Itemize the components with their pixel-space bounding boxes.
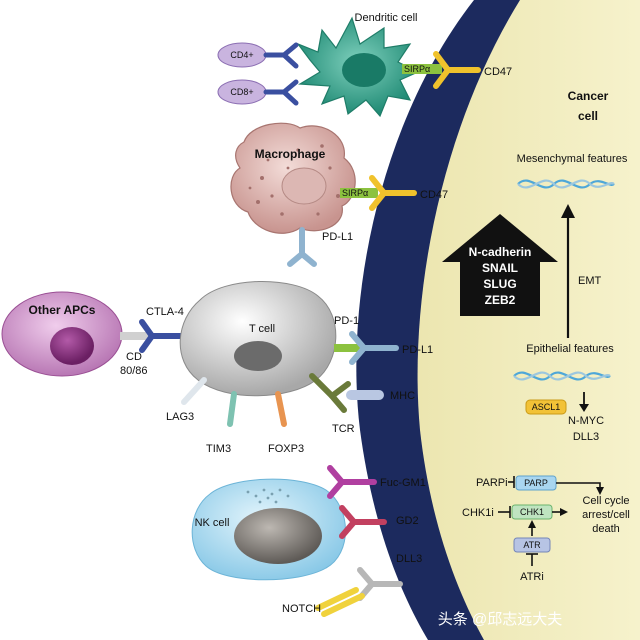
cd8-receptor bbox=[263, 79, 299, 106]
outcome-label-2: arrest/cell bbox=[582, 509, 630, 521]
atri-label: ATRi bbox=[520, 571, 544, 583]
ctla4-receptor bbox=[139, 319, 189, 353]
ascl1-label: ASCL1 bbox=[532, 402, 561, 412]
t-cell-nucleus bbox=[234, 341, 282, 371]
macrophage-label: Macrophage bbox=[255, 147, 326, 161]
cd4-receptor bbox=[263, 42, 299, 69]
nk-nucleus bbox=[234, 508, 322, 564]
cd-label-2: 80/86 bbox=[120, 365, 148, 377]
foxp3-receptor bbox=[275, 391, 287, 427]
watermark: 头条 @邱志远大夫 bbox=[438, 611, 562, 628]
emt-factor-4: ZEB2 bbox=[485, 293, 516, 307]
mhc-receptor bbox=[346, 390, 384, 400]
emt-factor-1: N-cadherin bbox=[469, 245, 532, 259]
nk-granules bbox=[246, 488, 290, 504]
lag3-label: LAG3 bbox=[166, 411, 194, 423]
foxp3-label: FOXP3 bbox=[268, 443, 304, 455]
nmyc-down-arrow bbox=[579, 392, 589, 412]
parpi-label: PARPi bbox=[476, 477, 508, 489]
macrophage-sirpa-label: SIRPα bbox=[342, 188, 368, 198]
outcome-label-1: Cell cycle bbox=[582, 495, 629, 507]
parpi-inhibit bbox=[508, 476, 515, 488]
cancer-cell-title-1: Cancer bbox=[568, 89, 609, 103]
nmyc-label: N-MYC bbox=[568, 415, 604, 427]
fucgm1-receptor bbox=[327, 465, 377, 499]
macrophage-pdl1-receptor bbox=[287, 227, 317, 267]
emt-factor-3: SLUG bbox=[483, 277, 516, 291]
pd1-receptor bbox=[334, 331, 399, 365]
chk1i-inhibit bbox=[498, 506, 511, 518]
parp-outcome-arrowhead bbox=[596, 487, 604, 495]
epithelial-label: Epithelial features bbox=[526, 343, 614, 355]
atr-label: ATR bbox=[523, 540, 541, 550]
fucgm1-label: Fuc-GM1 bbox=[380, 477, 426, 489]
chk1i-label: CHK1i bbox=[462, 507, 494, 519]
tcr-receptor bbox=[309, 373, 351, 413]
atri-inhibit bbox=[526, 553, 538, 566]
atr-box bbox=[513, 537, 551, 553]
tim3-label: TIM3 bbox=[206, 443, 231, 455]
macrophage-sirpa-stalk bbox=[340, 188, 378, 198]
chk1-to-outcome-arrow bbox=[552, 508, 568, 516]
ascl1-badge bbox=[525, 399, 567, 415]
cd-label-1: CD bbox=[126, 351, 142, 363]
mesenchymal-dna-icon bbox=[517, 179, 615, 189]
cancer-cell-cytoplasm bbox=[417, 0, 640, 640]
cancer-cell-title-2: cell bbox=[578, 109, 598, 123]
tim3-receptor bbox=[227, 391, 237, 427]
macrophage-granules bbox=[248, 144, 340, 216]
dll3-receptor bbox=[357, 567, 403, 601]
ctla4-label: CTLA-4 bbox=[146, 306, 184, 318]
dendritic-sirpa-label: SIRPα bbox=[404, 64, 430, 74]
chk1-label: CHK1 bbox=[520, 507, 544, 517]
cd80-stalk bbox=[120, 332, 150, 340]
pd1-label: PD-1 bbox=[334, 315, 359, 327]
atr-to-chk1-arrow bbox=[528, 520, 536, 536]
parp-label: PARP bbox=[524, 478, 548, 488]
notch-molecule bbox=[315, 587, 365, 617]
macrophage-cd47-label: CD47 bbox=[420, 189, 448, 201]
notch-label: NOTCH bbox=[282, 603, 321, 615]
dendritic-cell-label: Dendritic cell bbox=[355, 12, 418, 24]
nk-label: NK cell bbox=[195, 517, 230, 529]
macrophage-pdl1-label: PD-L1 bbox=[322, 231, 353, 243]
other-apc-nucleus bbox=[50, 327, 94, 365]
tcr-label: TCR bbox=[332, 423, 355, 435]
tcell-pdl1-label: PD-L1 bbox=[402, 344, 433, 356]
gd2-receptor bbox=[339, 505, 387, 539]
epithelial-dna-icon bbox=[513, 371, 611, 381]
gd2-label: GD2 bbox=[396, 515, 419, 527]
emt-up-arrow bbox=[561, 204, 575, 338]
dendritic-cd47-label: CD47 bbox=[484, 66, 512, 78]
emt-label: EMT bbox=[578, 275, 602, 287]
macrophage-cd47-receptor bbox=[369, 175, 417, 211]
dendritic-cd47-receptor bbox=[433, 51, 481, 89]
emt-factor-arrow bbox=[442, 214, 558, 316]
dendritic-sirpa-stalk bbox=[402, 64, 442, 74]
lag3-receptor bbox=[181, 377, 207, 405]
mhc-label: MHC bbox=[390, 390, 415, 402]
mesenchymal-label: Mesenchymal features bbox=[517, 153, 628, 165]
emt-dll3-label: DLL3 bbox=[573, 431, 599, 443]
other-apc-label: Other APCs bbox=[29, 303, 96, 317]
outcome-label-3: death bbox=[592, 523, 620, 535]
macrophage-nucleus bbox=[281, 167, 327, 205]
nk-dll3-label: DLL3 bbox=[396, 553, 422, 565]
t-cell-label: T cell bbox=[249, 323, 275, 335]
cd8-label: CD8+ bbox=[230, 87, 253, 97]
cd4-label: CD4+ bbox=[230, 50, 253, 60]
dendritic-nucleus bbox=[342, 53, 386, 87]
emt-factor-2: SNAIL bbox=[482, 261, 518, 275]
